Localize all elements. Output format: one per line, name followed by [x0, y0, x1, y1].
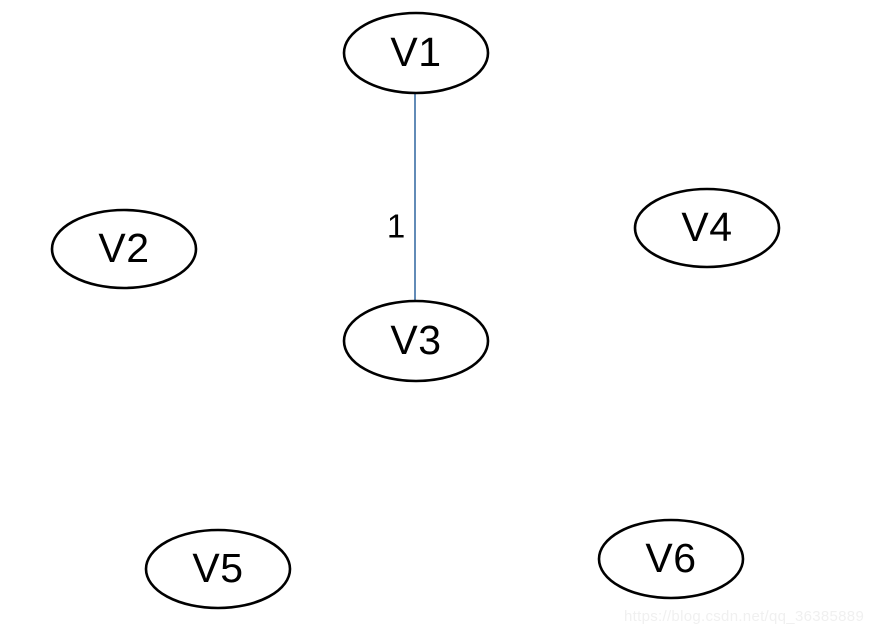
edge-weight-label-v1-v3: 1: [387, 208, 405, 245]
node-label-v6: V6: [645, 535, 696, 581]
node-v5[interactable]: V5: [144, 528, 292, 610]
node-ellipse-v6[interactable]: [597, 518, 745, 600]
node-v4[interactable]: V4: [633, 187, 781, 269]
node-ellipse-v2[interactable]: [50, 208, 198, 290]
watermark-url: https://blog.csdn.net/qq_36385889: [624, 608, 864, 625]
node-label-v1: V1: [390, 29, 441, 75]
node-ellipse-v3[interactable]: [342, 299, 490, 383]
node-layer: V1 V2 V3 V4 V5 V6: [50, 11, 781, 610]
node-ellipse-v4[interactable]: [633, 187, 781, 269]
edge-v1-v3[interactable]: 1: [387, 92, 416, 302]
node-v6[interactable]: V6: [597, 518, 745, 600]
node-ellipse-v5[interactable]: [144, 528, 292, 610]
node-label-v4: V4: [681, 204, 732, 250]
node-v1[interactable]: V1: [342, 11, 490, 95]
node-v3[interactable]: V3: [342, 299, 490, 383]
node-label-v3: V3: [390, 317, 441, 363]
node-label-v2: V2: [98, 225, 149, 271]
node-v2[interactable]: V2: [50, 208, 198, 290]
node-label-v5: V5: [192, 545, 243, 591]
edge-layer: 1: [387, 92, 416, 302]
node-ellipse-v1[interactable]: [342, 11, 490, 95]
